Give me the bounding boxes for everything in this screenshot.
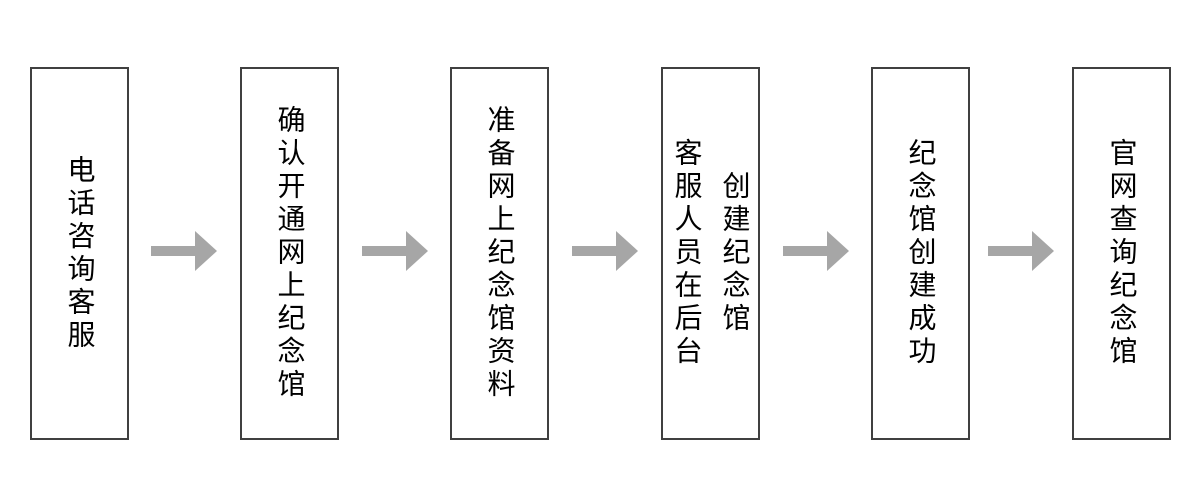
right-arrow-icon bbox=[151, 231, 217, 271]
flow-step-label: 官网查询纪念馆 bbox=[1106, 138, 1138, 369]
arrow-head bbox=[406, 231, 428, 271]
arrow-shaft bbox=[783, 246, 827, 256]
flow-step-label: 确认开通网上纪念馆 bbox=[274, 105, 306, 402]
arrow-head bbox=[827, 231, 849, 271]
flow-step-label: 客服人员在后台 创建纪念馆 bbox=[671, 138, 751, 369]
arrow-shaft bbox=[988, 246, 1032, 256]
flow-step-query-site: 官网查询纪念馆 bbox=[1072, 67, 1171, 440]
arrow-head bbox=[1032, 231, 1054, 271]
arrow-shaft bbox=[572, 246, 616, 256]
flow-step-label: 准备网上纪念馆资料 bbox=[484, 105, 516, 402]
flow-step-staff-create: 客服人员在后台 创建纪念馆 bbox=[661, 67, 760, 440]
flow-step-label: 纪念馆创建成功 bbox=[905, 138, 937, 369]
arrow-head bbox=[616, 231, 638, 271]
right-arrow-icon bbox=[362, 231, 428, 271]
arrow-shaft bbox=[151, 246, 195, 256]
right-arrow-icon bbox=[988, 231, 1054, 271]
flow-step-phone-consult: 电话咨询客服 bbox=[30, 67, 129, 440]
flow-step-create-success: 纪念馆创建成功 bbox=[871, 67, 970, 440]
right-arrow-icon bbox=[783, 231, 849, 271]
right-arrow-icon bbox=[572, 231, 638, 271]
flow-step-confirm-open: 确认开通网上纪念馆 bbox=[240, 67, 339, 440]
arrow-shaft bbox=[362, 246, 406, 256]
flow-step-prepare-materials: 准备网上纪念馆资料 bbox=[450, 67, 549, 440]
arrow-head bbox=[195, 231, 217, 271]
flow-step-label: 电话咨询客服 bbox=[64, 154, 96, 353]
